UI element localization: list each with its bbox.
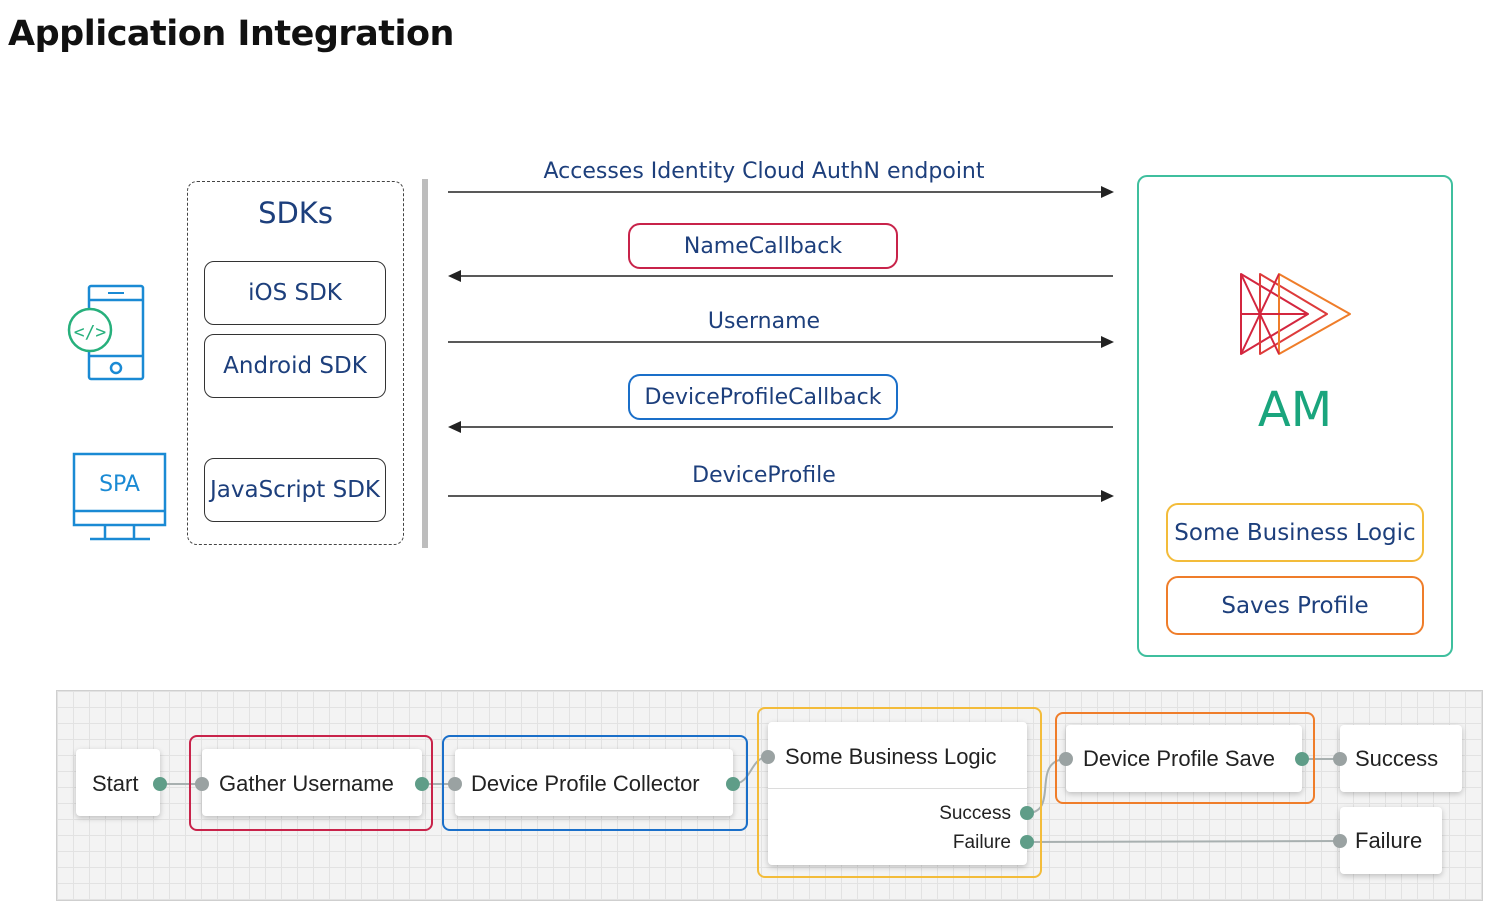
- node-gather-username-output-port[interactable]: [415, 777, 429, 791]
- node-device-profile-save[interactable]: Device Profile Save: [1059, 725, 1309, 792]
- node-failure-input-port[interactable]: [1333, 834, 1347, 848]
- node-some-business-logic-input-port[interactable]: [761, 750, 775, 764]
- sdk-panel-title: SDKs: [258, 196, 333, 230]
- node-device-profile-collector-label: Device Profile Collector: [471, 771, 700, 796]
- node-device-profile-collector[interactable]: Device Profile Collector: [448, 749, 740, 816]
- node-success-label: Success: [1355, 746, 1439, 771]
- outcome-success-port[interactable]: [1020, 806, 1034, 820]
- svg-text:</>: </>: [74, 322, 107, 343]
- am-business-logic-box: Some Business Logic: [1166, 503, 1424, 562]
- highlight-gather-username: [189, 735, 433, 831]
- client-boundary-separator: [422, 179, 428, 548]
- node-gather-username[interactable]: Gather Username: [195, 749, 429, 816]
- arrowhead-accesses-endpoint: [1101, 186, 1114, 198]
- spa-label: SPA: [99, 472, 140, 497]
- arrowhead-device-profile: [1101, 490, 1114, 502]
- pill-device-profile-callback: DeviceProfileCallback: [628, 374, 898, 420]
- am-panel: [1137, 175, 1453, 657]
- arrowhead-username: [1101, 336, 1114, 348]
- label-device-profile: DeviceProfile: [692, 463, 836, 488]
- page-title: Application Integration: [8, 14, 454, 54]
- node-success[interactable]: Success: [1333, 725, 1462, 792]
- node-device-profile-collector-input-port[interactable]: [448, 777, 462, 791]
- node-start[interactable]: Start: [76, 749, 167, 816]
- label-username: Username: [707, 309, 821, 334]
- am-title: AM: [1257, 382, 1333, 438]
- javascript-sdk-box: JavaScript SDK: [204, 458, 386, 522]
- outcome-failure-port[interactable]: [1020, 835, 1034, 849]
- node-gather-username-label: Gather Username: [219, 771, 394, 796]
- arrowhead-name-callback: [448, 270, 461, 282]
- label-accesses-endpoint: Accesses Identity Cloud AuthN endpoint: [543, 159, 985, 184]
- am-saves-profile-box: Saves Profile: [1166, 576, 1424, 635]
- node-failure[interactable]: Failure: [1333, 807, 1442, 874]
- node-device-profile-save-output-port[interactable]: [1295, 752, 1309, 766]
- sdk-panel: [187, 181, 404, 545]
- node-failure-label: Failure: [1355, 828, 1423, 853]
- highlight-device-profile-save: [1055, 712, 1315, 804]
- highlight-device-profile-collector: [442, 735, 748, 831]
- arrowhead-device-profile-callback: [448, 421, 461, 433]
- android-sdk-box: Android SDK: [204, 334, 386, 398]
- node-device-profile-collector-output-port[interactable]: [726, 777, 740, 791]
- outcome-success-label: Success: [939, 803, 1011, 824]
- node-device-profile-save-label: Device Profile Save: [1083, 746, 1275, 771]
- node-some-business-logic[interactable]: Some Business Logic Success Failure: [761, 722, 1034, 865]
- node-start-label: Start: [92, 771, 139, 796]
- highlight-some-business-logic: [757, 707, 1042, 878]
- node-device-profile-save-input-port[interactable]: [1059, 752, 1073, 766]
- outcome-failure-label: Failure: [952, 832, 1011, 853]
- node-some-business-logic-label: Some Business Logic: [785, 744, 997, 769]
- node-start-output-port[interactable]: [153, 777, 167, 791]
- node-success-input-port[interactable]: [1333, 752, 1347, 766]
- node-some-business-logic-divider: [768, 788, 1027, 789]
- pill-name-callback: NameCallback: [628, 223, 898, 269]
- ios-sdk-box: iOS SDK: [204, 261, 386, 325]
- node-gather-username-input-port[interactable]: [195, 777, 209, 791]
